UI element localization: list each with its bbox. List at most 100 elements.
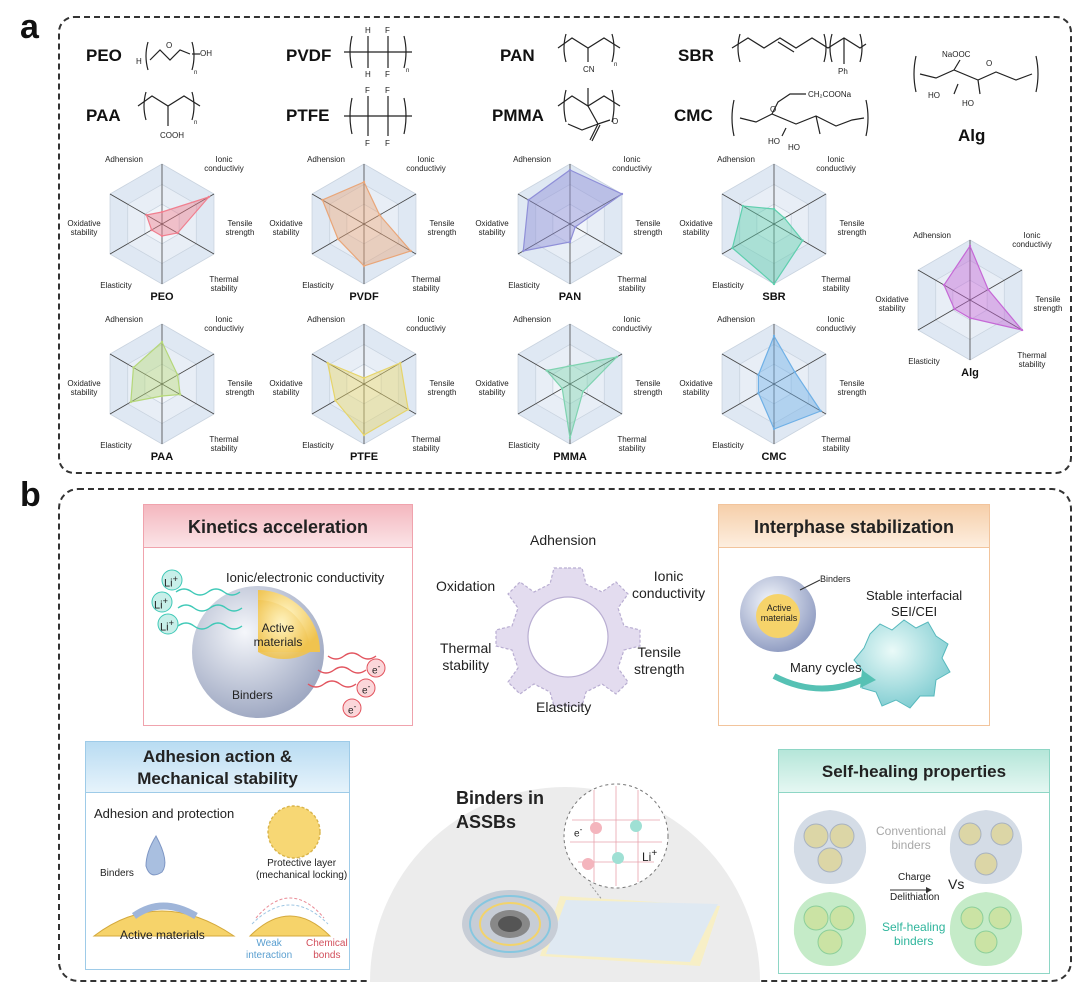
label-peo: PEO [86,46,122,65]
gear-oxidation: Oxidation [436,578,496,594]
interphase-title: Interphase stabilization [718,504,990,548]
selfheal-vs: Vs [948,876,965,892]
cmc-structure: CH₂COONa O HO HO [731,90,869,152]
radar-point [406,408,410,411]
radar-point [176,231,179,235]
label-paa: PAA [86,106,121,125]
selfheal-title: Self-healing properties [778,749,1050,793]
radar-axis-label: Elasticity [100,281,132,290]
adhesion-title: Adhesion action &Mechanical stability [85,741,350,793]
ptfe-f-2: F [385,86,390,95]
panel-b-label: b [20,476,41,514]
radar-point [783,216,786,220]
selfheal-delithiation: Delithiation [890,892,940,903]
label-pan: PAN [500,46,535,65]
radar-axis-line [161,193,215,225]
radar-point [615,355,618,359]
radar-point [757,391,760,395]
radar-point [176,373,179,377]
radar-title: PTFE [350,451,378,463]
alg-o-label: O [986,59,992,68]
radar-point [568,436,572,440]
radar-point [527,198,530,202]
radar-axis-label: Adhension [105,155,143,164]
pan-n-label: n [614,62,617,68]
pvdf-h-top: H [365,26,371,35]
radar-axis-line [109,193,163,225]
alg-structure: NaOOC O HO HO [913,50,1039,108]
ptfe-f-3: F [365,139,370,148]
radar-axis-line [517,353,571,385]
radar-axis-label: Adhension [307,315,345,324]
radar-axis-line [363,353,417,385]
label-cmc: CMC [674,106,713,125]
peo-h-label: H [136,57,142,66]
kinetics-li-2: Li+ [154,596,168,612]
radar-axis-label: Adhension [105,315,143,324]
radar-point [160,340,164,344]
radar-axis-label: Adhension [307,155,345,164]
radar-axis-line [569,223,623,255]
radar-title: SBR [762,291,785,303]
kinetics-e-1: e- [372,661,381,677]
adhesion-binders: Binders [100,868,134,879]
interphase-cycles: Many cycles [790,660,862,675]
radar-point [399,361,402,365]
radar-point [757,373,760,377]
kinetics-binders: Binders [232,688,273,702]
radar-axis-line [569,383,623,415]
kinetics-title: Kinetics acceleration [143,504,413,548]
paa-n-label: n [194,120,197,126]
radar-point [160,234,164,238]
label-pvdf: PVDF [286,46,332,65]
kinetics-li-1: Li+ [164,574,178,590]
radar-point [362,433,366,437]
selfheal-illustration [793,810,1023,966]
radar-point [581,390,585,393]
radar-point [326,361,329,365]
radar-point [942,283,946,287]
interphase-binders: Binders [820,574,851,584]
radar-axis-label: Adhension [513,315,551,324]
radar-axis-line [917,299,971,331]
adhesion-subtitle: Adhesion and protection [94,806,235,821]
radar-title: PAN [559,291,581,303]
radar-axis-line [569,193,623,225]
radar-point [819,409,822,413]
radar-axis-line [363,193,417,225]
sbr-structure: Ph [731,33,867,76]
cmc-ho-2: HO [788,143,800,152]
selfheal-charge: Charge [898,872,931,883]
pan-structure: CN n [557,33,621,74]
radar-axis-line [569,353,623,385]
radar-axis-label: Elasticity [508,281,540,290]
paa-cooh-label: COOH [160,131,184,140]
peo-structure: H O OH n [136,41,212,76]
radar-axis-label: Elasticity [712,281,744,290]
sbr-ph-label: Ph [838,67,848,76]
alg-ho-1: HO [928,91,940,100]
cmc-ho-1: HO [768,137,780,146]
pvdf-f-top: F [385,26,390,35]
